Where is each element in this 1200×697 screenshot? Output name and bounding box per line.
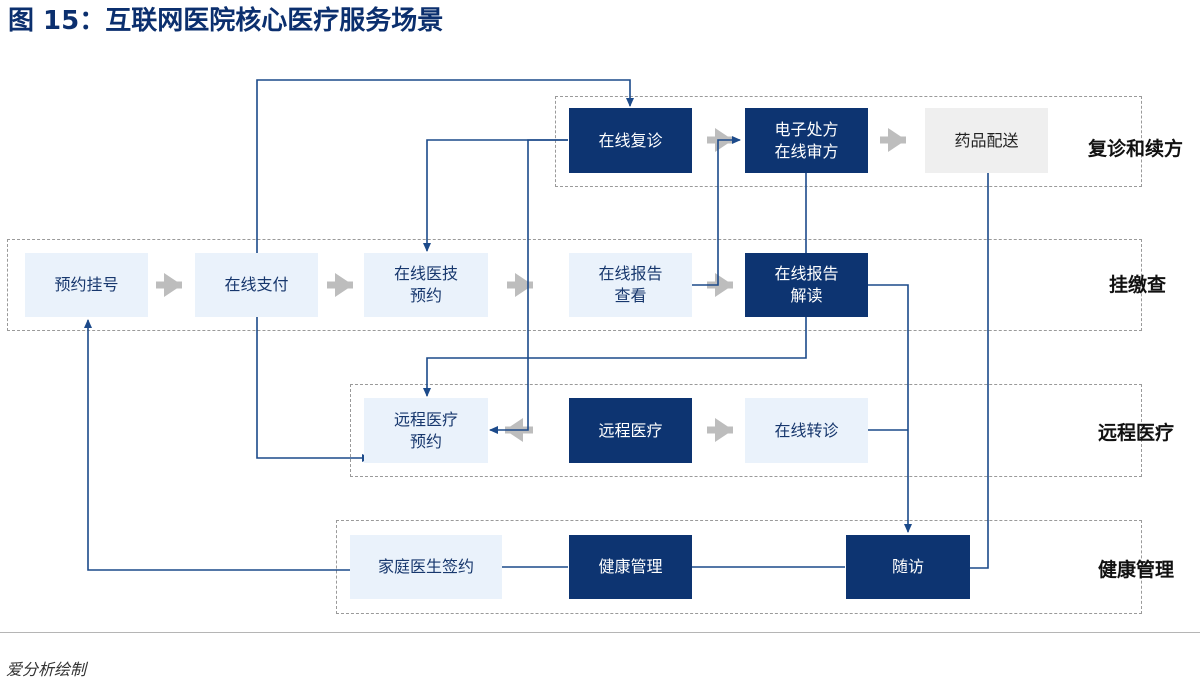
node-report-view: 在线报告 查看 [569, 253, 692, 317]
blue-connectors [84, 79, 989, 571]
node-online-payment: 在线支付 [195, 253, 318, 317]
node-e-prescription: 电子处方 在线审方 [745, 108, 868, 173]
group-box-remote [350, 384, 1142, 477]
line-followup-to-exam-booking [423, 139, 568, 252]
node-appointment: 预约挂号 [25, 253, 148, 317]
group-box-renewal [555, 96, 1142, 187]
line-family-to-appointment [84, 319, 350, 571]
node-remote-care: 远程医疗 [569, 398, 692, 463]
group-label-health: 健康管理 [1098, 559, 1175, 581]
figure-title: 图 15：互联网医院核心医疗服务场景 [8, 4, 443, 38]
node-family-doctor: 家庭医生签约 [350, 535, 502, 599]
line-report-to-prescription [692, 136, 741, 286]
group-box-registration [7, 239, 1142, 331]
group-box-health [336, 520, 1142, 614]
line-delivery-to-followup-visit [970, 173, 989, 569]
line-payment-to-followup [256, 79, 634, 253]
node-remote-booking: 远程医疗 预约 [364, 398, 488, 463]
group-label-registration: 挂缴查 [1109, 274, 1167, 296]
source-note: 爱分析绘制 [6, 660, 87, 679]
figure-number: 图 15： [8, 6, 106, 36]
node-report-interpret: 在线报告 解读 [745, 253, 868, 317]
group-label-renewal: 复诊和续方 [1088, 138, 1184, 160]
line-followup-to-remote-booking [489, 139, 568, 434]
node-followup-visit: 随访 [846, 535, 970, 599]
node-transfer: 在线转诊 [745, 398, 868, 463]
node-online-followup: 在线复诊 [569, 108, 692, 173]
line-interpret-to-remote-booking [423, 317, 807, 397]
footer-divider [0, 632, 1200, 633]
line-payment-to-remote-booking [256, 317, 371, 462]
node-exam-booking: 在线医技 预约 [364, 253, 488, 317]
group-label-remote: 远程医疗 [1098, 422, 1175, 444]
node-health-management: 健康管理 [569, 535, 692, 599]
figure-title-text: 互联网医院核心医疗服务场景 [105, 6, 444, 36]
line-interpret-to-followup-visit [868, 284, 912, 533]
node-drug-delivery: 药品配送 [925, 108, 1048, 173]
